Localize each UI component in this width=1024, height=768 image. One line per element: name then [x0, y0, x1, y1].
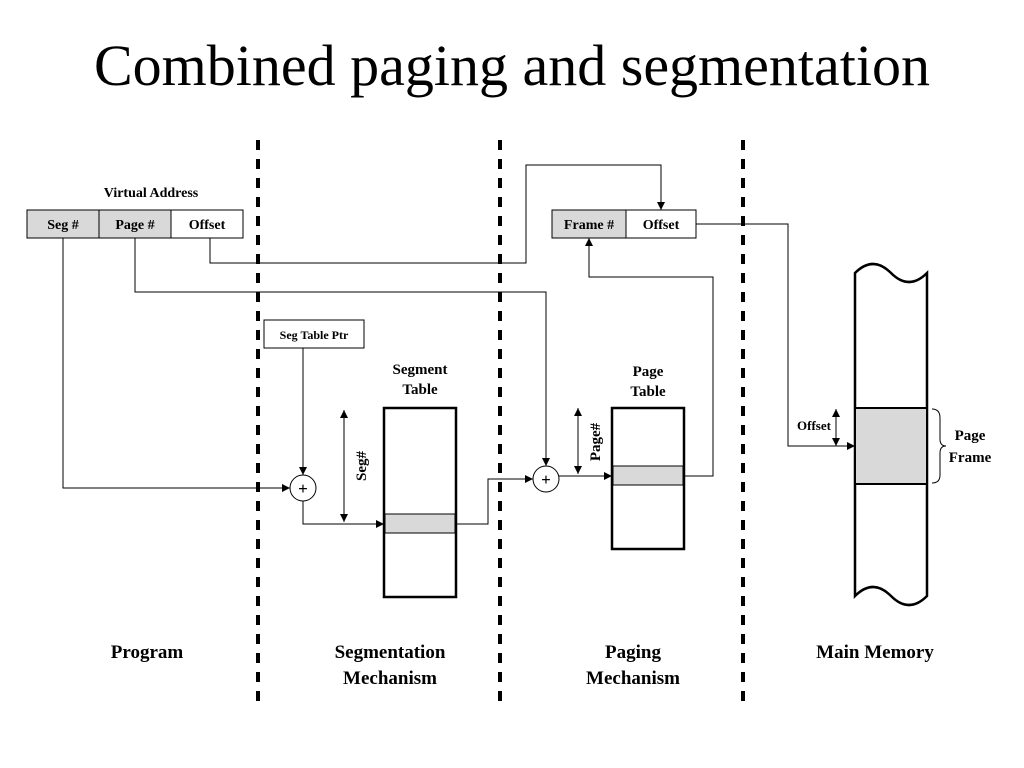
seg-table-ptr-box: [263, 319, 365, 349]
physical-address-register: Frame # Offset: [551, 209, 697, 239]
page-adder: +: [532, 465, 560, 493]
page-table: [610, 406, 686, 551]
offset-field: [170, 209, 244, 239]
page-frame-region: [854, 407, 928, 485]
wire-page-entry-to-frame: [585, 238, 714, 477]
wire-page-number-to-adder: [134, 238, 550, 466]
page-table-title-line2: Table: [630, 384, 666, 400]
segment-table-title-line2: Table: [402, 382, 438, 398]
region-label-segmentation-line2: Mechanism: [343, 668, 437, 689]
seg-number-label: Seg #: [47, 218, 79, 233]
slide-title: Combined paging and segmentation: [93, 33, 930, 98]
wire-segment-entry-to-page-adder: [456, 475, 533, 525]
segment-adder-symbol: +: [298, 479, 308, 498]
wire-physical-offset-to-memory: [696, 223, 855, 450]
offset-label: Offset: [189, 218, 226, 233]
wire-seg-number-to-adder: [62, 238, 290, 492]
memory-offset-label: Offset: [797, 418, 832, 433]
segment-table-entry: [384, 513, 456, 534]
page-adder-symbol: +: [541, 470, 551, 489]
connection-wires: [62, 164, 855, 528]
wire-offset-to-physical-offset: [209, 164, 665, 264]
page-frame-brace: [931, 408, 947, 484]
physical-offset-field: [625, 209, 697, 239]
page-frame-label-line2: Frame: [949, 450, 992, 466]
region-label-main-memory: Main Memory: [816, 642, 934, 663]
seg-table-ptr-label: Seg Table Ptr: [280, 328, 349, 342]
region-label-paging-line1: Paging: [605, 642, 661, 663]
page-frame-label-line1: Page: [955, 428, 986, 444]
region-dividers: [256, 140, 745, 710]
seg-index-label: Seg#: [354, 451, 370, 482]
page-index-label: Page#: [588, 422, 604, 461]
frame-number-label: Frame #: [564, 218, 614, 233]
page-number-label: Page #: [115, 218, 154, 233]
wire-adder-to-segment-table: [302, 501, 384, 528]
page-table-entry: [612, 465, 684, 486]
segment-table-box: [382, 406, 458, 599]
segment-table-title-line1: Segment: [393, 362, 448, 378]
virtual-address-caption: Virtual Address: [104, 186, 199, 201]
main-memory-block: [853, 262, 929, 607]
region-label-paging-line2: Mechanism: [586, 668, 680, 689]
region-label-program: Program: [111, 642, 184, 663]
physical-offset-label: Offset: [643, 218, 680, 233]
region-label-segmentation-line1: Segmentation: [335, 642, 446, 663]
segment-table: [382, 406, 458, 599]
segment-adder: +: [289, 474, 317, 502]
page-table-title-line1: Page: [633, 364, 664, 380]
virtual-address-register: Seg # Page # Offset: [26, 209, 244, 239]
